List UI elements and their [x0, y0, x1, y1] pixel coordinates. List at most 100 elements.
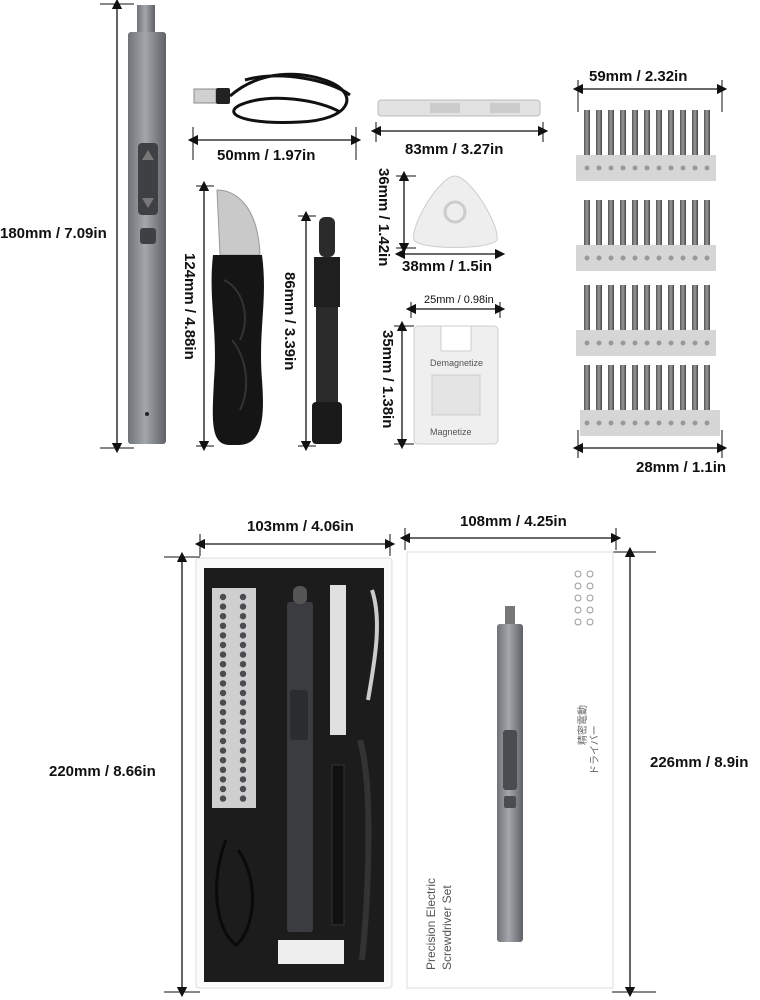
dim-spudger-width: 83mm / 3.27in [405, 141, 504, 158]
bit-slot [608, 255, 614, 261]
bit-slot [596, 255, 602, 261]
case-bit [219, 641, 227, 649]
bit-slot [584, 420, 590, 426]
case-bit [239, 766, 247, 773]
bit [668, 200, 674, 245]
box-dot [586, 606, 594, 614]
bit [608, 200, 614, 245]
case-bit [239, 689, 247, 697]
electric-screwdriver [128, 5, 166, 444]
box-dot [574, 618, 582, 626]
bit [692, 110, 698, 155]
bit [668, 285, 674, 330]
dim-magnetizer-height: 35mm / 1.38in [379, 330, 396, 429]
case-bit [239, 632, 247, 639]
box-dot [574, 570, 582, 578]
bit-slot [668, 165, 674, 171]
bit-slot [704, 165, 710, 171]
bit [644, 200, 650, 245]
case-bit [239, 680, 247, 687]
bit-slot [644, 420, 650, 426]
bit-slot [596, 165, 602, 171]
dim-case-width: 103mm / 4.06in [247, 518, 354, 535]
gift-box [406, 551, 614, 989]
case-bit [239, 699, 247, 706]
bit [620, 365, 626, 410]
case-bit [239, 737, 247, 745]
case-bit [219, 670, 227, 677]
bit-slot [584, 165, 590, 171]
dim-pick-height: 36mm / 1.42in [375, 168, 392, 267]
dim-box-height: 226mm / 8.9in [650, 754, 749, 771]
bit [668, 110, 674, 155]
case-bit [219, 757, 227, 764]
bit-slot [704, 420, 710, 426]
box-japanese-2: ドライバー [590, 725, 601, 775]
case-bit [219, 776, 227, 783]
magnetizer-mag-label: Magnetize [430, 427, 472, 437]
bit-slot [680, 420, 686, 426]
bit-slot [632, 255, 638, 261]
bit-slot [584, 340, 590, 346]
bit-slot [704, 340, 710, 346]
case-bit [219, 728, 227, 735]
bit-slot [692, 255, 698, 261]
box-title-line1: Precision Electric [424, 877, 438, 970]
dim-bits-width: 59mm / 2.32in [589, 68, 688, 85]
case-bit [239, 593, 247, 601]
bit-slot [596, 420, 602, 426]
bit [656, 285, 662, 330]
bit [632, 110, 638, 155]
bit [704, 110, 710, 155]
bit-slot [608, 420, 614, 426]
bit-slot [656, 340, 662, 346]
case-bit [239, 757, 247, 764]
case-bit [219, 603, 227, 610]
box-dot [586, 582, 594, 590]
bit [644, 285, 650, 330]
case-bit [219, 709, 227, 716]
box-dot [586, 570, 594, 578]
bit [644, 110, 650, 155]
dim-case-height: 220mm / 8.66in [49, 763, 156, 780]
bit-rows [576, 110, 720, 436]
bit-slot [704, 255, 710, 261]
case-bit [239, 613, 247, 620]
storage-case [195, 557, 393, 989]
bit-slot [668, 420, 674, 426]
bit [680, 110, 686, 155]
case-bit [239, 661, 247, 668]
bit-slot [632, 165, 638, 171]
bit [680, 285, 686, 330]
opening-pick [413, 175, 498, 248]
bit [620, 110, 626, 155]
bit-slot [656, 255, 662, 261]
bit-slot [644, 340, 650, 346]
case-bit [219, 795, 227, 802]
case-bit [239, 795, 247, 802]
bit [596, 285, 602, 330]
bit [668, 365, 674, 410]
case-bit [219, 785, 227, 793]
bit-slot [656, 165, 662, 171]
box-title-line2: Screwdriver Set [440, 885, 454, 970]
bit [680, 365, 686, 410]
bit-slot [680, 255, 686, 261]
spudger-bar [377, 99, 541, 117]
opening-knife [211, 189, 264, 445]
box-dot [586, 618, 594, 626]
case-bit [239, 728, 247, 735]
bit [584, 285, 590, 330]
box-dot [574, 594, 582, 602]
case-bit [219, 766, 227, 773]
bit [692, 365, 698, 410]
bit [620, 285, 626, 330]
bit [596, 200, 602, 245]
bit-slot [620, 420, 626, 426]
box-dot [586, 594, 594, 602]
case-bit [239, 709, 247, 716]
dim-bit-row-width: 28mm / 1.1in [636, 459, 727, 476]
bit-slot [644, 165, 650, 171]
dim-handle-height: 86mm / 3.39in [281, 272, 298, 371]
case-bit [219, 689, 227, 697]
